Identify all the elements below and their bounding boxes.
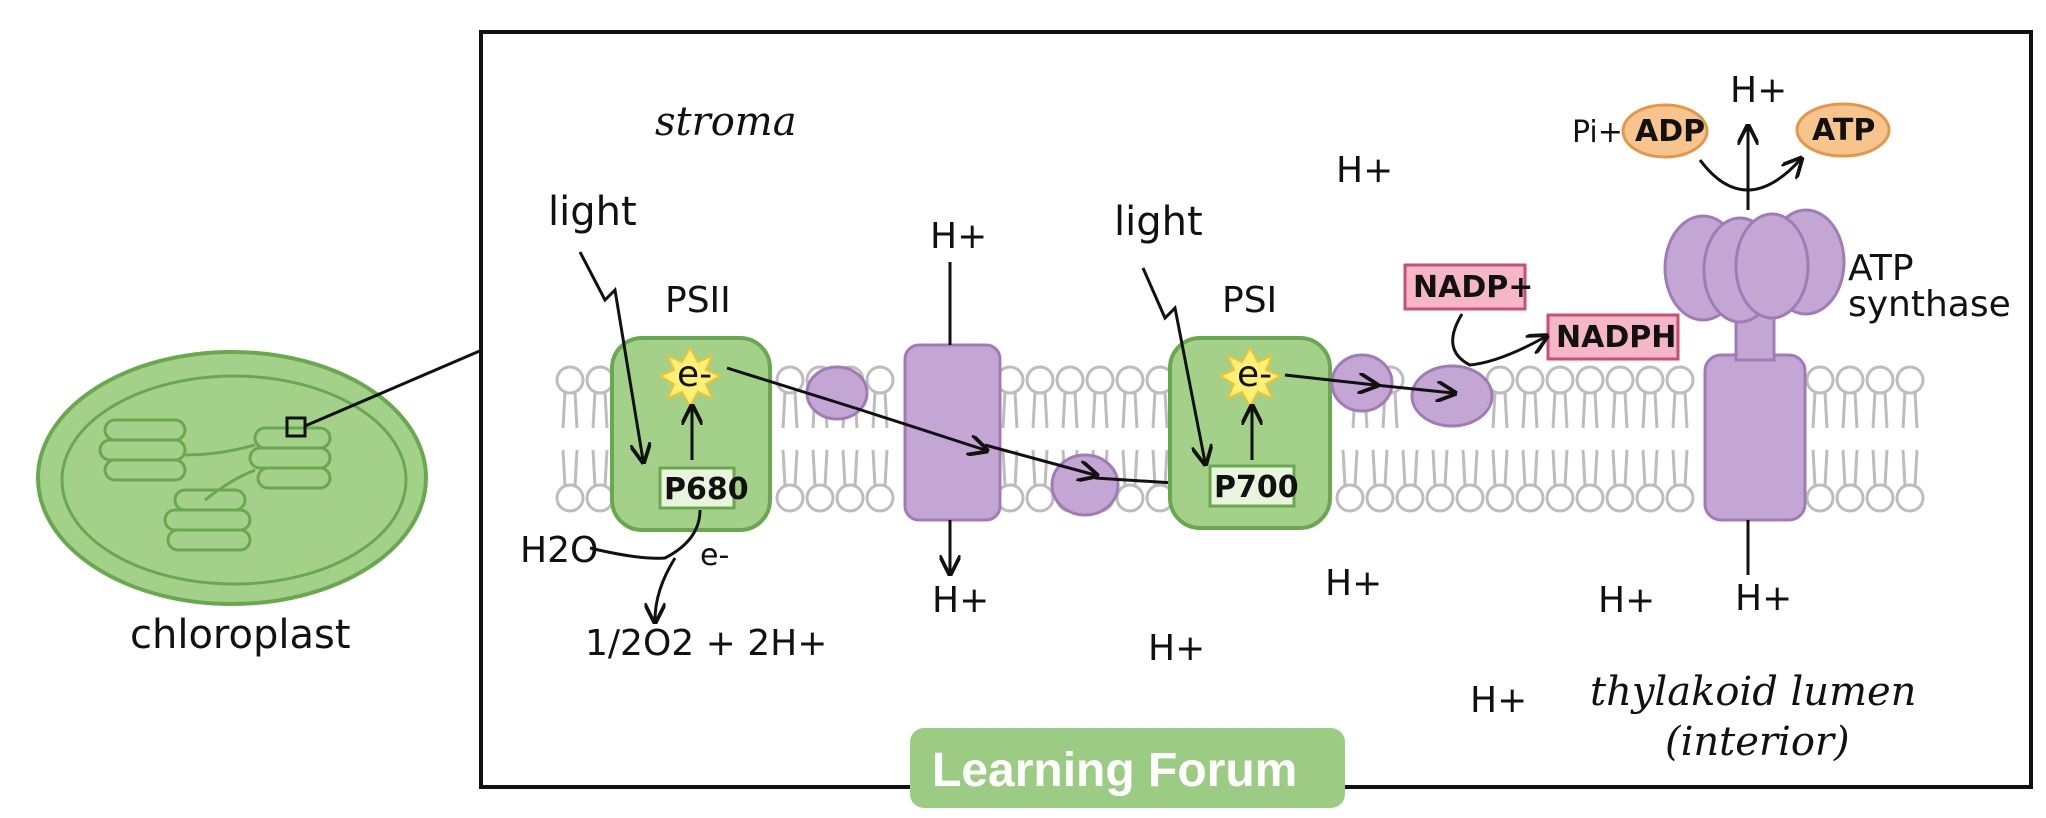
p680-box [658,466,736,510]
proton-lumen-cyt: H+ [932,580,989,621]
atp-synthase-label-line1: ATP [1848,248,1914,289]
proton-lumen-4: H+ [1470,680,1527,721]
p700-box [1208,464,1296,508]
p700-label: P700 [1214,470,1299,505]
proton-stroma: H+ [1336,150,1393,191]
chloroplast-label: chloroplast [130,612,351,658]
light-arrow-2 [1141,267,1205,462]
ps1-label: PSI [1222,280,1277,321]
p680-label: P680 [664,472,749,507]
photosystem-1: e- P700 [1168,336,1332,530]
lumen-label-line1: thylakoid lumen [1590,669,1916,715]
watermark-badge: Learning Forum [910,728,1345,808]
water-label: H2O [520,530,598,571]
nadph-box [1546,313,1680,361]
cytochrome-complex [903,343,1002,522]
atp-formation-arrow [1698,160,1800,192]
nadp-reductase [1410,364,1494,428]
electron-label-ps1: e- [1237,354,1272,395]
atp-oval [1795,102,1891,158]
light-label-2: light [1114,199,1203,245]
nadp-box [1403,263,1527,311]
nadp-label: NADP+ [1413,270,1533,305]
plastoquinone [805,365,869,421]
watermark-text: Learning Forum [932,744,1297,797]
grana-stacks [98,418,332,552]
proton-lumen-3: H+ [1598,580,1655,621]
stroma-label: stroma [655,99,797,145]
zoom-box [285,416,307,438]
photosystem-2: e- P680 [610,336,772,532]
pi-label: Pi+ [1572,115,1623,150]
proton-lumen-1: H+ [1325,563,1382,604]
light-arrow-1 [578,251,643,460]
nadph-label: NADPH [1556,320,1676,355]
electron-label-water: e- [700,538,729,573]
electron-label-ps2: e- [677,354,712,395]
proton-stroma-cyt: H+ [930,216,987,257]
oxygen-label: 1/2O2 + 2H+ [585,623,827,664]
water-split-curve [589,509,702,560]
lumen-label-line2: (interior) [1665,719,1850,765]
proton-stroma-atp: H+ [1730,70,1787,111]
proton-lumen-2: H+ [1148,628,1205,669]
proton-lumen-atp: H+ [1735,578,1792,619]
adp-oval [1621,103,1709,159]
ps2-label: PSII [665,280,731,321]
plastocyanin [1050,453,1120,517]
atp-synthase [1663,208,1846,522]
light-label-1: light [548,189,637,235]
atp-label: ATP [1812,113,1875,148]
nadp-reduction-arrow [1451,313,1545,367]
zoom-line [304,348,483,428]
adp-label: ADP [1635,114,1705,149]
atp-synthase-label-line2: synthase [1848,284,2011,325]
chloroplast [36,350,428,606]
